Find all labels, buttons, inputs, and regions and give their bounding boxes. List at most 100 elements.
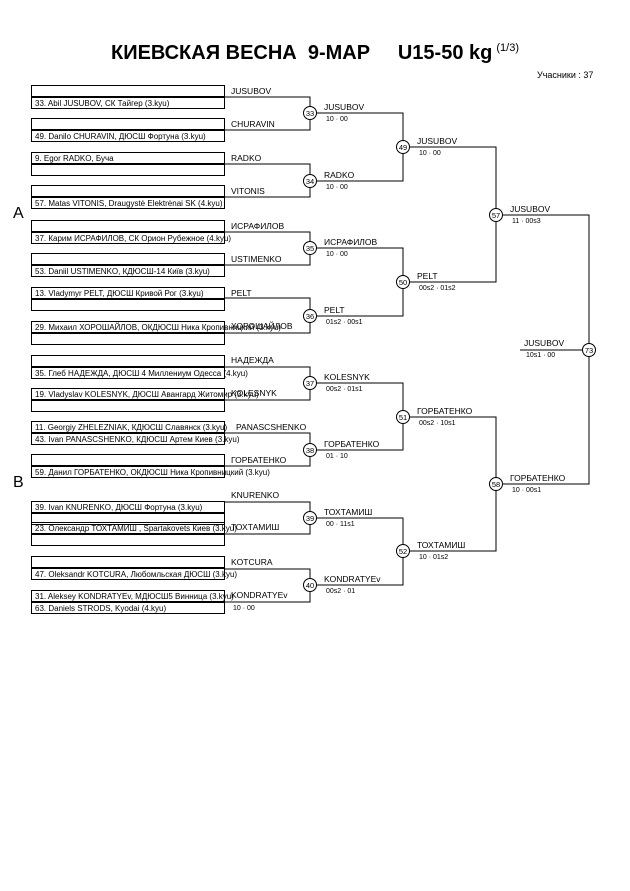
match-circle: 52 [396,544,410,558]
entry-box: 49. Danilo CHURAVIN, ДЮСШ Фортуна (3.kyu… [31,130,225,142]
entry-box: 63. Daniels STRODS, Kyodai (4.kyu) [31,602,225,614]
r1-name: ТОХТАМИШ [231,522,280,532]
page-number: (1/3) [496,42,519,55]
match-circle: 51 [396,410,410,424]
r2-winner: JUSUBOV [324,102,365,112]
r1-name: ИСРАФИЛОВ [231,221,285,231]
r1-name: ХОРОШАЙЛОВ [231,321,293,331]
final-winner: JUSUBOV [524,338,565,348]
entry-box: 39. Ivan KNURENKO, ДЮСШ Фортуна (3.kyu) [31,501,225,513]
entry-blank [31,355,225,367]
participants-count: Учасники : 37 [537,70,594,80]
r3-winner: ТОХТАМИШ [417,540,466,550]
r3-score: 10 · 00 [419,150,441,157]
r1-name: USTIMENKO [231,254,282,264]
r2-score: 01s2 · 00s1 [326,319,363,326]
r4-winner: JUSUBOV [510,204,551,214]
r2-winner: ИСРАФИЛОВ [324,237,378,247]
match-circle: 36 [303,309,317,323]
match-circle: 35 [303,241,317,255]
r1-name: KOLESNYK [231,388,277,398]
entry-box: 9. Egor RADKO, Буча [31,152,225,164]
r1-name: KOTCURA [231,557,273,567]
match-circle: 50 [396,275,410,289]
r3-winner: JUSUBOV [417,136,458,146]
entry-box: 57. Matas VITONIS, Draugystė Elektrėnai … [31,197,225,209]
entry-box: 43. Ivan PANASCSHENKO, КДЮСШ Артем Киев … [31,433,239,445]
r1-name: ГОРБАТЕНКО [231,455,287,465]
r2-score: 10 · 00 [326,116,348,123]
match-circle: 33 [303,106,317,120]
r3-score: 00s2 · 01s2 [419,285,456,292]
r2-winner: KONDRATYEv [324,574,381,584]
r1-name: RADKO [231,153,262,163]
section-label-a: A [13,205,24,222]
final-score: 10s1 · 00 [526,352,556,359]
entry-box: 53. Daniil USTIMENKO, КДЮСШ-14 Київ (3.k… [31,265,225,277]
match-circle: 39 [303,511,317,525]
entry-box: 13. Vladymyr PELT, ДЮСШ Кривой Рог (3.ky… [31,287,225,299]
entry-blank [31,534,225,546]
entry-blank [31,299,225,311]
r1-name: PELT [231,288,252,298]
entry-blank [31,220,225,232]
section-label-b: B [13,474,24,491]
entry-box: 35. Глеб НАДЕЖДА, ДЮСШ 4 Миллениум Одесс… [31,367,248,379]
entry-box: 37. Карим ИСРАФИЛОВ, СК Орион Рубежное (… [31,232,231,244]
entry-blank [31,164,225,176]
match-circle: 34 [303,174,317,188]
r2-winner: KOLESNYK [324,372,370,382]
r2-score: 00s2 · 01 [326,588,356,595]
r2-score: 10 · 00 [326,184,348,191]
r4-winner: ГОРБАТЕНКО [510,473,566,483]
r2-score: 10 · 00 [326,251,348,258]
r1-name: KONDRATYEv [231,590,288,600]
match-circle: 49 [396,140,410,154]
r2-score: 00 · 11s1 [326,521,355,528]
entry-box: 11. Georgiy ZHELEZNIAK, КДЮСШ Славянск (… [31,421,227,433]
r1-name: CHURAVIN [231,119,275,129]
entry-box: 23. Олександр ТОХТАМИШ , Spartakovets Ки… [31,522,237,534]
r2-winner: ТОХТАМИШ [324,507,373,517]
entry-blank [31,454,225,466]
r1-name: VITONIS [231,186,265,196]
match-circle: 73 [582,343,596,357]
entry-box: 59. Данил ГОРБАТЕНКО, ОКДЮСШ Ника Кропив… [31,466,270,478]
match-circle: 38 [303,443,317,457]
entry-blank [31,400,225,412]
entry-box: 29. Михаил ХОРОШАЙЛОВ, ОКДЮСШ Ника Кропи… [31,321,281,333]
match-circle: 57 [489,208,503,222]
r2-winner: ГОРБАТЕНКО [324,439,380,449]
r2-score: 00s2 · 01s1 [326,386,363,393]
r2-score: 01 · 10 [326,453,348,460]
entry-blank [31,85,225,97]
r3-winner: ГОРБАТЕНКО [417,406,473,416]
entry-box: 47. Oleksandr KOTCURA, Любомльская ДЮСШ … [31,568,237,580]
r2-winner: PELT [324,305,345,315]
entry-blank [31,118,225,130]
entry-blank [31,253,225,265]
title-text: КИЕВСКАЯ ВЕСНА 9-МАР U15-50 kg [111,42,493,64]
match-circle: 58 [489,477,503,491]
r4-score: 11 · 00s3 [512,218,541,225]
r3-score: 00s2 · 10s1 [419,420,456,427]
match-circle: 37 [303,376,317,390]
entry-box: 31. Aleksey KONDRATYEv, МДЮСШ5 Винница (… [31,590,234,602]
r4-score: 10 · 00s1 [512,487,542,494]
entry-blank [31,185,225,197]
pre-score: 10 · 00 [233,605,255,612]
r3-score: 10 · 01s2 [419,554,449,561]
r1-name: KNURENKO [231,490,280,500]
r2-winner: RADKO [324,170,355,180]
page-title: КИЕВСКАЯ ВЕСНА 9-МАР U15-50 kg(1/3) [0,42,630,65]
entry-blank [31,556,225,568]
match-circle: 40 [303,578,317,592]
r3-winner: PELT [417,271,438,281]
entry-box: 19. Vladyslav KOLESNYK, ДЮСШ Авангард Жи… [31,388,259,400]
entry-box: 33. Abil JUSUBOV, СК Тайгер (3.kyu) [31,97,225,109]
entry-blank [31,513,225,525]
r1-name: PANASCSHENKO [236,422,307,432]
r1-name: JUSUBOV [231,86,272,96]
entry-blank [31,333,225,345]
r1-name: НАДЕЖДА [231,355,274,365]
